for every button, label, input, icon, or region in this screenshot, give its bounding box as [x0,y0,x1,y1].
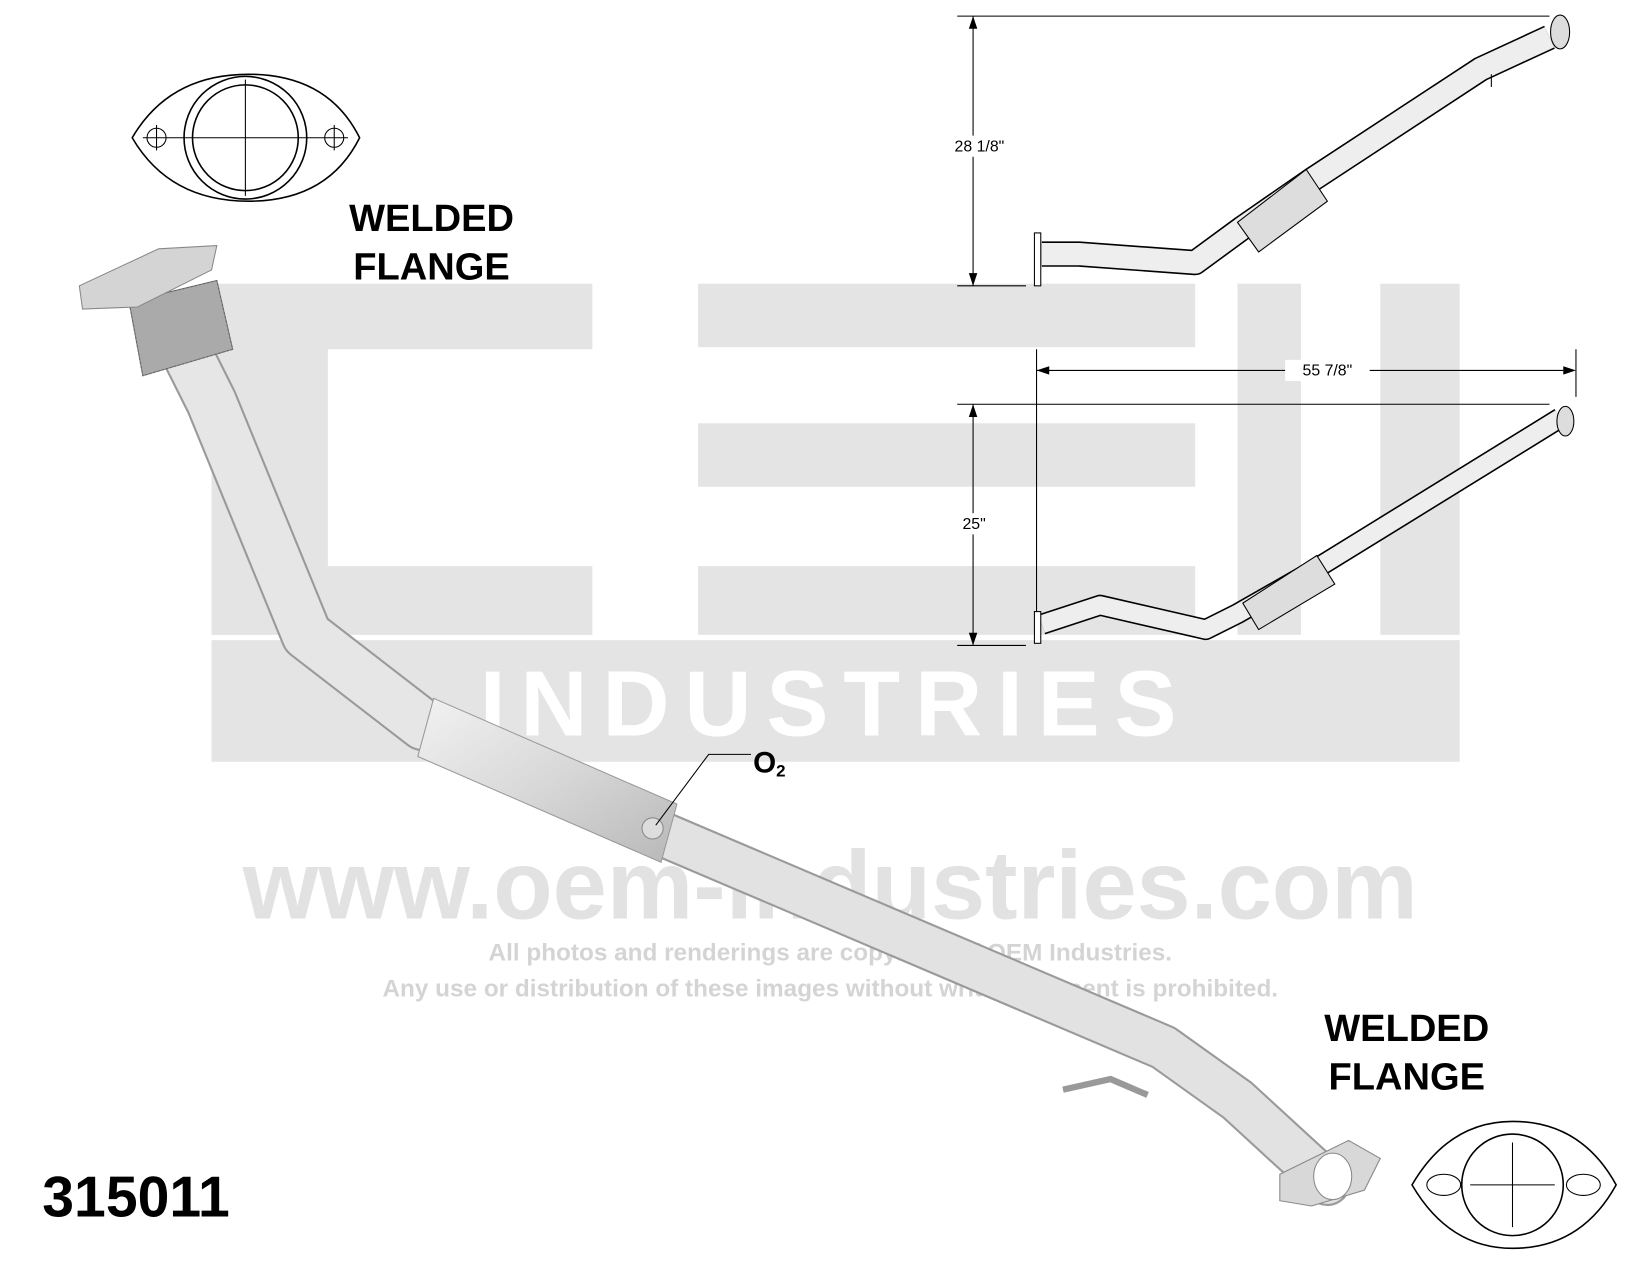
side-view-drawing: 55 7/8" 25" [957,349,1577,646]
bottom-flange-label-line1: WELDED [1324,1008,1489,1050]
top-flange-label-line1: WELDED [349,198,514,240]
o2-sensor-bung [641,817,664,840]
dimension-top-height: 28 1/8" [955,138,1005,155]
bottom-flange-detail [1411,1120,1618,1250]
top-flange-label-line2: FLANGE [353,246,509,288]
inlet-flange [78,245,218,310]
watermark-industries-text: INDUSTRIES [480,651,1192,755]
copyright-line-1: All photos and renderings are copyright … [489,940,1173,967]
o2-sensor-label: O2 [753,746,785,780]
dimension-overall-length: 55 7/8" [1303,363,1353,380]
exhaust-pipe-rendering [78,245,1381,1207]
copyright-line-2: Any use or distribution of these images … [382,976,1278,1003]
top-flange-detail [131,73,361,202]
top-view-drawing: 28 1/8" [955,14,1571,287]
bottom-flange-label-line2: FLANGE [1328,1057,1484,1099]
part-number: 315011 [42,1166,229,1230]
dimension-side-height: 25" [962,516,985,533]
